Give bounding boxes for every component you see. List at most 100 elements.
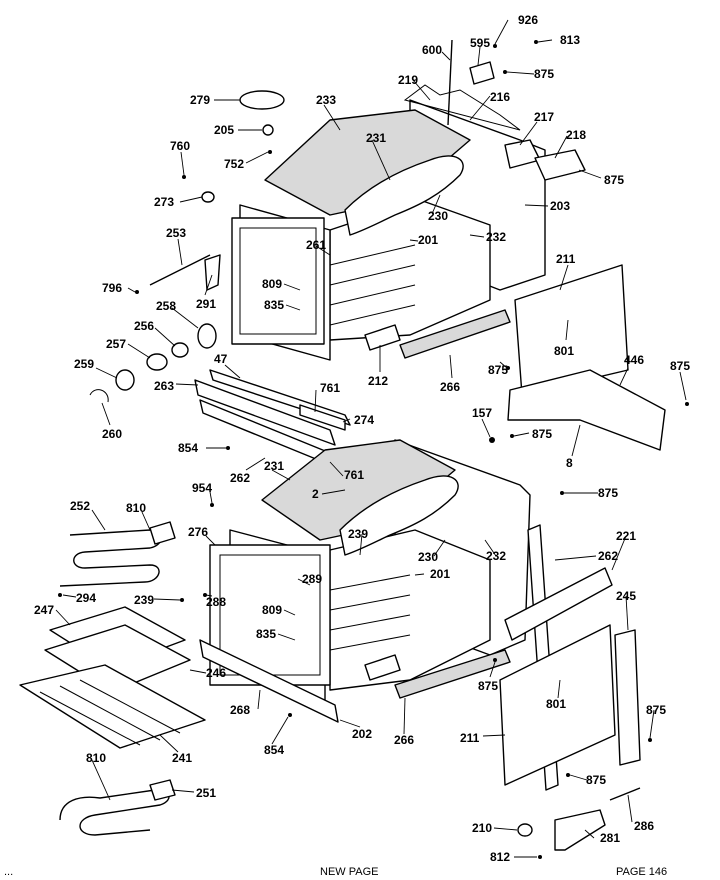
callout-926: 926 (518, 13, 538, 27)
part-875-screw-g (493, 658, 497, 662)
callout-294: 294 (76, 591, 96, 605)
lower-oven-assembly (199, 439, 531, 723)
callout-801: 801 (554, 344, 574, 358)
part-241-rack-bar-1 (39, 691, 141, 746)
part-810-broil-element (59, 789, 170, 836)
part-279-cap (239, 90, 285, 110)
upper-bottom-panel (507, 369, 666, 451)
upper-bottom-trim (399, 309, 511, 359)
upper-front-opening (239, 227, 317, 335)
callout-221: 221 (616, 529, 636, 543)
part-259-knob (115, 369, 135, 391)
part-595-bracket (469, 61, 495, 85)
callout-835: 835 (264, 298, 284, 312)
callout-291: 291 (196, 297, 216, 311)
callout-875: 875 (646, 703, 666, 717)
callout-253: 253 (166, 226, 186, 240)
callout-252: 252 (70, 499, 90, 513)
callout-201: 201 (418, 233, 438, 247)
upper-rack-rail-3 (329, 284, 416, 306)
callout-157: 157 (472, 406, 492, 420)
callout-875: 875 (534, 67, 554, 81)
upper-rear-frame-top (403, 84, 521, 131)
callout-812: 812 (490, 850, 510, 864)
callout-219: 219 (398, 73, 418, 87)
callout-241: 241 (172, 751, 192, 765)
callout-230: 230 (418, 550, 438, 564)
upper-front-strip (364, 324, 401, 351)
callout-835: 835 (256, 627, 276, 641)
callout-230: 230 (428, 209, 448, 223)
callout-233: 233 (316, 93, 336, 107)
callout-247: 247 (34, 603, 54, 617)
part-875-screw-i (566, 773, 570, 777)
callout-232: 232 (486, 230, 506, 244)
callout-752: 752 (224, 157, 244, 171)
part-813-screw (534, 40, 538, 44)
part-288-screw (203, 593, 207, 597)
callout-273: 273 (154, 195, 174, 209)
part-875-screw-c (506, 366, 510, 370)
callout-203: 203 (550, 199, 570, 213)
callout-274: 274 (354, 413, 374, 427)
part-854-screw-b (288, 713, 292, 717)
callout-217: 217 (534, 110, 554, 124)
part-286-pin (609, 787, 641, 801)
callout-218: 218 (566, 128, 586, 142)
callout-2: 2 (312, 487, 319, 501)
upper-top-cover (264, 109, 471, 216)
callout-279: 279 (190, 93, 210, 107)
part-241-oven-rack (19, 664, 206, 749)
footer-center-text: NEW PAGE (320, 866, 379, 878)
part-796-screw (135, 290, 139, 294)
callout-258: 258 (156, 299, 176, 313)
callout-262: 262 (598, 549, 618, 563)
callout-875: 875 (478, 679, 498, 693)
upper-front-frame (231, 217, 325, 345)
callout-286: 286 (634, 819, 654, 833)
callout-211: 211 (460, 731, 480, 745)
part-245-panel (614, 629, 641, 766)
lower-door-trim-268 (199, 639, 339, 723)
upper-small-parts (89, 39, 586, 403)
callout-595: 595 (470, 36, 490, 50)
upper-rack-rail-1 (329, 244, 416, 266)
callout-205: 205 (214, 123, 234, 137)
lower-front-strip (364, 654, 401, 681)
callout-212: 212 (368, 374, 388, 388)
part-810-bracket-b (149, 779, 176, 801)
callout-232: 232 (486, 549, 506, 563)
part-256-socket (171, 342, 189, 358)
lower-bottom-trim (394, 649, 511, 699)
footer-left-text: ... (4, 866, 14, 878)
upper-vent-duct (344, 155, 464, 236)
callout-211: 211 (556, 252, 576, 266)
part-875-screw-h (648, 738, 652, 742)
callout-813: 813 (560, 33, 580, 47)
part-218-bracket (534, 149, 586, 181)
footer-page-number: PAGE 146 (616, 866, 668, 878)
callout-210: 210 (472, 821, 492, 835)
callout-875: 875 (598, 486, 618, 500)
callout-216: 216 (490, 90, 510, 104)
upper-side-panel (514, 264, 629, 396)
upper-rack-rail-2 (329, 264, 416, 286)
part-875-screw-e (510, 434, 514, 438)
part-875-screw-a (503, 70, 507, 74)
part-812-screw (538, 855, 542, 859)
callout-276: 276 (188, 525, 208, 539)
callout-202: 202 (352, 727, 372, 741)
part-241-rack-bar-3 (79, 679, 181, 734)
part-157-screw (489, 437, 495, 443)
part-281-hinge (554, 809, 606, 851)
callout-761: 761 (344, 468, 364, 482)
part-211-panel (499, 624, 616, 786)
lower-right-parts (493, 491, 652, 859)
part-760-screw (182, 175, 186, 179)
lower-rack-rail-2 (329, 594, 411, 611)
callout-854: 854 (264, 743, 284, 757)
part-263-trim (194, 379, 336, 446)
callout-288: 288 (206, 595, 226, 609)
part-752-screw (268, 150, 272, 154)
